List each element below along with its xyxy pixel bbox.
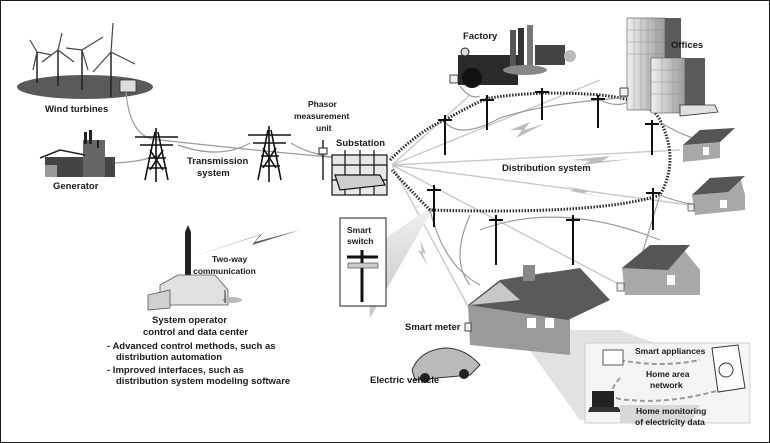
phasor-label-line3: unit — [316, 123, 332, 133]
main-house-icon — [464, 265, 610, 355]
transmission-tower-icon — [248, 126, 291, 182]
electric-vehicle-icon — [411, 347, 481, 383]
substation-icon — [331, 150, 388, 196]
distribution-system-label: Distribution system — [502, 163, 591, 174]
factory-icon — [449, 25, 576, 88]
smart-switch-callout — [339, 217, 387, 307]
smart-switch-label-line2: switch — [347, 236, 373, 246]
offices-icon — [619, 17, 719, 117]
home-monitoring-label-line2: of electricity data — [635, 417, 705, 427]
electric-vehicle-label: Electric vehicle — [370, 375, 439, 386]
control-center-title-line2: control and data center — [143, 327, 248, 338]
substation-label: Substation — [336, 138, 385, 149]
smart-meter-label: Smart meter — [405, 322, 461, 333]
smart-thermostat-icon — [602, 349, 624, 366]
utility-poles — [427, 88, 660, 265]
house-icon — [687, 176, 745, 215]
house-icon — [683, 128, 735, 162]
wind-turbines-label: Wind turbines — [45, 104, 108, 115]
control-center-icon — [147, 225, 242, 311]
home-network-panel — [584, 342, 751, 424]
laptop-icon — [592, 391, 614, 407]
transmission-label-line1: Transmission — [187, 156, 248, 167]
control-center-bullet-2-line2: distribution system modeling software — [116, 376, 290, 387]
smart-meter-icon — [464, 322, 472, 332]
generator-label: Generator — [53, 181, 99, 192]
transmission-tower-icon — [135, 128, 178, 182]
control-center-bullet-1-line2: distribution automation — [116, 352, 222, 363]
smart-switch-label-line1: Smart — [347, 225, 371, 235]
home-area-label-line1: Home area — [646, 369, 690, 379]
home-monitoring-label-line1: Home monitoring — [636, 406, 706, 416]
house-icon — [616, 245, 700, 295]
two-way-label-line1: Two-way — [212, 254, 248, 264]
control-center-bullet-1-line1: - Advanced control methods, such as — [107, 341, 276, 352]
washing-machine-icon — [711, 344, 746, 393]
offices-label: Offices — [671, 40, 703, 51]
communication-rays — [391, 79, 691, 311]
smart-appliances-label: Smart appliances — [635, 346, 706, 356]
phasor-label-line1: Phasor — [308, 99, 338, 109]
control-center-bullet-2-line1: - Improved interfaces, such as — [107, 365, 244, 376]
two-way-label-line2: communication — [193, 266, 256, 276]
distribution-line — [388, 91, 672, 213]
home-area-label-line2: network — [650, 380, 683, 390]
factory-label: Factory — [463, 31, 498, 42]
wind-turbines-icon — [17, 22, 153, 99]
transmission-label-line2: system — [197, 168, 230, 179]
control-center-title-line1: System operator — [152, 315, 227, 326]
phasor-label-line2: measurement — [294, 111, 349, 121]
generator-icon — [39, 130, 115, 177]
phasor-measurement-unit-icon — [318, 140, 328, 180]
